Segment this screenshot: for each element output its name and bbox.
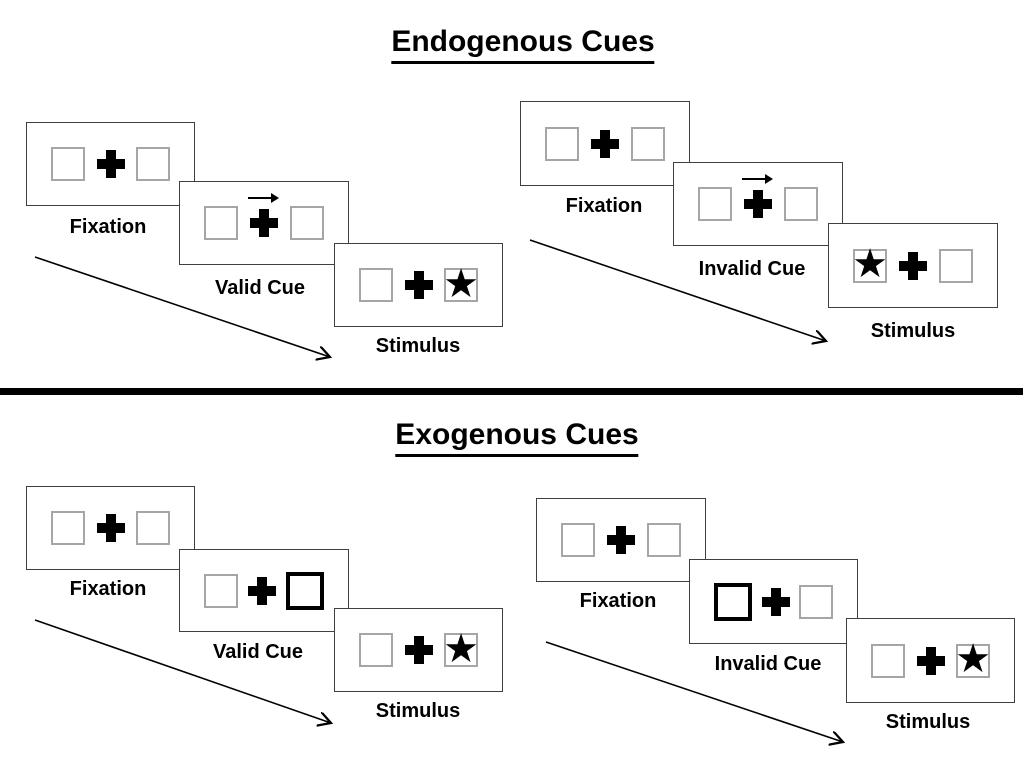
left-placeholder-box: [204, 206, 238, 240]
star-icon: ★: [955, 637, 991, 681]
left-target-box: ★: [852, 242, 888, 286]
right-placeholder-box: [799, 584, 833, 619]
fixation-cross-icon: [96, 514, 125, 542]
invalid-cue-panel: [673, 162, 843, 246]
fixation-cross-icon: [591, 129, 619, 158]
step-label-fixation: Fixation: [579, 590, 657, 612]
right-arrow-icon: [248, 193, 279, 203]
sequence-arrow: [34, 619, 331, 723]
right-target-box: ★: [955, 637, 991, 681]
step-label-stimulus: Stimulus: [375, 335, 461, 357]
section-title-endogenous: Endogenous Cues: [391, 25, 655, 64]
invalid-cue-panel: [689, 559, 858, 644]
fixation-cross-icon: [744, 190, 772, 218]
fixation-cross-icon: [248, 576, 276, 605]
stimulus-panel: ★: [846, 618, 1015, 703]
step-label-fixation: Fixation: [69, 578, 147, 600]
left-placeholder-box: [871, 643, 905, 678]
left-placeholder-box: [51, 147, 85, 181]
left-placeholder-box: [545, 126, 579, 161]
stimulus-panel: ★: [334, 608, 503, 692]
fixation-cross-icon: [899, 251, 927, 280]
left-placeholder-box: [51, 511, 85, 545]
left-placeholder-box: [359, 268, 393, 302]
fixation-panel: [26, 486, 195, 570]
left-placeholder-box: [359, 633, 393, 667]
fixation-cross-icon: [250, 209, 278, 237]
star-icon: ★: [443, 261, 479, 306]
valid-cue-panel: [179, 549, 349, 632]
step-label-invalid-cue: Invalid Cue: [698, 258, 806, 280]
right-placeholder-box: [631, 126, 665, 161]
step-label-stimulus: Stimulus: [885, 711, 971, 733]
star-icon: ★: [852, 242, 888, 286]
left-placeholder-box: [204, 573, 238, 608]
fixation-cross-icon: [404, 636, 433, 664]
step-label-valid-cue: Valid Cue: [212, 641, 304, 663]
sequence-arrow: [529, 239, 826, 341]
fixation-panel: [26, 122, 195, 206]
right-placeholder-box: [939, 248, 973, 283]
left-placeholder-box: [698, 187, 732, 221]
right-target-box: ★: [443, 261, 479, 306]
fixation-panel: [520, 101, 690, 186]
section-divider: [0, 388, 1023, 395]
right-target-box: ★: [443, 626, 479, 671]
step-label-stimulus: Stimulus: [870, 320, 956, 342]
right-placeholder-box: [784, 187, 818, 221]
left-highlighted-box: [714, 582, 752, 621]
right-highlighted-box: [286, 571, 324, 610]
right-arrow-icon: [742, 174, 773, 184]
fixation-cross-icon: [607, 526, 635, 554]
valid-cue-panel: [179, 181, 349, 265]
step-label-valid-cue: Valid Cue: [214, 277, 306, 299]
fixation-panel: [536, 498, 706, 582]
step-label-fixation: Fixation: [565, 195, 643, 217]
right-placeholder-box: [136, 511, 170, 545]
step-label-fixation: Fixation: [69, 216, 147, 238]
stimulus-panel: ★: [334, 243, 503, 327]
fixation-cross-icon: [404, 271, 433, 299]
step-label-stimulus: Stimulus: [375, 700, 461, 722]
right-placeholder-box: [647, 523, 681, 557]
left-placeholder-box: [561, 523, 595, 557]
section-title-exogenous: Exogenous Cues: [395, 418, 639, 457]
sequence-arrow: [34, 256, 330, 357]
right-placeholder-box: [290, 206, 324, 240]
sequence-arrow: [545, 641, 843, 742]
step-label-invalid-cue: Invalid Cue: [714, 653, 822, 675]
fixation-cross-icon: [916, 646, 945, 675]
fixation-cross-icon: [761, 587, 790, 616]
star-icon: ★: [443, 626, 479, 671]
fixation-cross-icon: [96, 150, 125, 178]
stimulus-panel: ★: [828, 223, 998, 308]
right-placeholder-box: [136, 147, 170, 181]
